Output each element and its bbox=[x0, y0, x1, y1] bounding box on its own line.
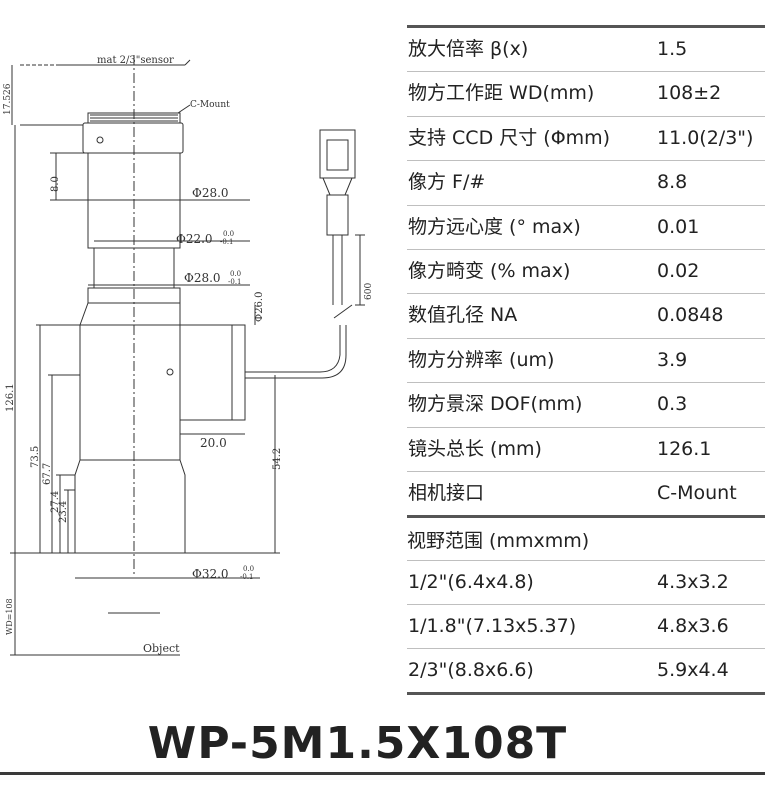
label-d28-tol-dn: -0.1 bbox=[228, 278, 242, 286]
label-dim-542: 54.2 bbox=[272, 448, 283, 470]
spec-row-magnification: 放大倍率 β(x) 1.5 bbox=[407, 28, 765, 73]
label-d22-tol-up: 0.0 bbox=[223, 230, 234, 238]
model-title: WP-5M1.5X108T bbox=[147, 718, 568, 769]
spec-row-working-distance: 物方工作距 WD(mm) 108±2 bbox=[407, 72, 765, 117]
fov-header: 视野范围 (mmxmm) bbox=[407, 523, 765, 561]
label-cmount: C-Mount bbox=[190, 100, 230, 110]
fov-table: 视野范围 (mmxmm) 1/2"(6.4x4.8) 4.3x3.2 1/1.8… bbox=[407, 523, 765, 695]
label-object: Object bbox=[143, 642, 180, 655]
spec-label: 像方 F/# bbox=[408, 171, 486, 194]
spec-row-f-number: 像方 F/# 8.8 bbox=[407, 161, 765, 206]
fov-sensor: 1/1.8"(7.13x5.37) bbox=[408, 615, 577, 637]
spec-row-camera-mount: 相机接口 C-Mount bbox=[407, 472, 765, 519]
fov-value: 4.3x3.2 bbox=[657, 571, 729, 593]
spec-label: 数值孔径 NA bbox=[408, 304, 518, 327]
spec-row-ccd-size: 支持 CCD 尺寸 (Φmm) 11.0(2/3") bbox=[407, 117, 765, 162]
lens-drawing-svg: mat 2/3"sensor C-Mount Φ28.0 Φ22.0 0.0 -… bbox=[3, 55, 374, 656]
label-dim-274: 27.4 bbox=[50, 491, 61, 513]
spec-label: 物方远心度 (° max) bbox=[408, 215, 581, 238]
fov-row: 1/2"(6.4x4.8) 4.3x3.2 bbox=[407, 561, 765, 605]
fov-row: 2/3"(8.8x6.6) 5.9x4.4 bbox=[407, 649, 765, 695]
spec-row-depth-of-field: 物方景深 DOF(mm) 0.3 bbox=[407, 383, 765, 428]
spec-label: 支持 CCD 尺寸 (Φmm) bbox=[408, 126, 611, 149]
spec-value: 8.8 bbox=[657, 171, 688, 194]
spec-value: 0.0848 bbox=[657, 304, 724, 327]
label-wd: WD=108 bbox=[5, 598, 14, 635]
spec-row-telecentricity: 物方远心度 (° max) 0.01 bbox=[407, 206, 765, 250]
label-dim-234: 23.4 bbox=[58, 501, 69, 523]
label-d22-tol-dn: -0.1 bbox=[220, 238, 234, 246]
label-d22: Φ22.0 bbox=[176, 232, 213, 246]
label-d26: Φ26.0 bbox=[254, 292, 265, 322]
label-d28-top: Φ28.0 bbox=[192, 186, 229, 200]
spec-label: 物方分辨率 (um) bbox=[408, 348, 555, 371]
label-sensor: mat 2/3"sensor bbox=[97, 55, 174, 66]
spec-label: 相机接口 bbox=[408, 481, 485, 504]
spec-value: 0.01 bbox=[657, 215, 700, 238]
spec-label: 镜头总长 (mm) bbox=[408, 437, 542, 460]
spec-value: 0.3 bbox=[657, 393, 688, 416]
spec-value: 3.9 bbox=[657, 348, 688, 371]
spec-value: 126.1 bbox=[657, 437, 712, 460]
fov-sensor: 1/2"(6.4x4.8) bbox=[408, 571, 534, 593]
spec-row-resolution: 物方分辨率 (um) 3.9 bbox=[407, 339, 765, 384]
label-dim-677: 67.7 bbox=[42, 463, 53, 485]
spec-value: 108±2 bbox=[657, 82, 722, 105]
label-d28-mid: Φ28.0 bbox=[184, 271, 221, 285]
spec-value: C-Mount bbox=[657, 481, 737, 504]
fov-value: 5.9x4.4 bbox=[657, 659, 729, 681]
label-dim-600: 600 bbox=[364, 283, 374, 300]
spec-row-total-length: 镜头总长 (mm) 126.1 bbox=[407, 428, 765, 472]
spec-value: 1.5 bbox=[657, 38, 688, 60]
label-dim-20: 20.0 bbox=[200, 436, 227, 450]
spec-label: 放大倍率 β(x) bbox=[408, 38, 529, 60]
fov-value: 4.8x3.6 bbox=[657, 615, 729, 637]
spec-value: 0.02 bbox=[657, 259, 700, 282]
label-dim-8: 8.0 bbox=[50, 176, 61, 192]
label-d28-tol-up: 0.0 bbox=[230, 270, 241, 278]
spec-value: 11.0(2/3") bbox=[657, 126, 754, 149]
spec-label: 物方景深 DOF(mm) bbox=[408, 393, 583, 416]
spec-label: 物方工作距 WD(mm) bbox=[408, 82, 595, 105]
fov-sensor: 2/3"(8.8x6.6) bbox=[408, 659, 534, 681]
spec-table: 放大倍率 β(x) 1.5 物方工作距 WD(mm) 108±2 支持 CCD … bbox=[407, 25, 765, 519]
label-d32-tol-dn: -0.1 bbox=[240, 573, 254, 581]
spec-label: 像方畸变 (% max) bbox=[408, 259, 571, 282]
bottom-divider bbox=[0, 772, 765, 775]
spec-row-numerical-aperture: 数值孔径 NA 0.0848 bbox=[407, 294, 765, 339]
label-d32: Φ32.0 bbox=[192, 567, 229, 581]
fov-row: 1/1.8"(7.13x5.37) 4.8x3.6 bbox=[407, 605, 765, 649]
label-d32-tol-up: 0.0 bbox=[243, 565, 254, 573]
technical-drawing: mat 2/3"sensor C-Mount Φ28.0 Φ22.0 0.0 -… bbox=[0, 0, 400, 690]
label-dim-1261: 126.1 bbox=[5, 383, 16, 412]
label-dim-17526: 17.526 bbox=[3, 83, 13, 115]
spec-row-distortion: 像方畸变 (% max) 0.02 bbox=[407, 250, 765, 295]
label-dim-735: 73.5 bbox=[30, 446, 41, 468]
